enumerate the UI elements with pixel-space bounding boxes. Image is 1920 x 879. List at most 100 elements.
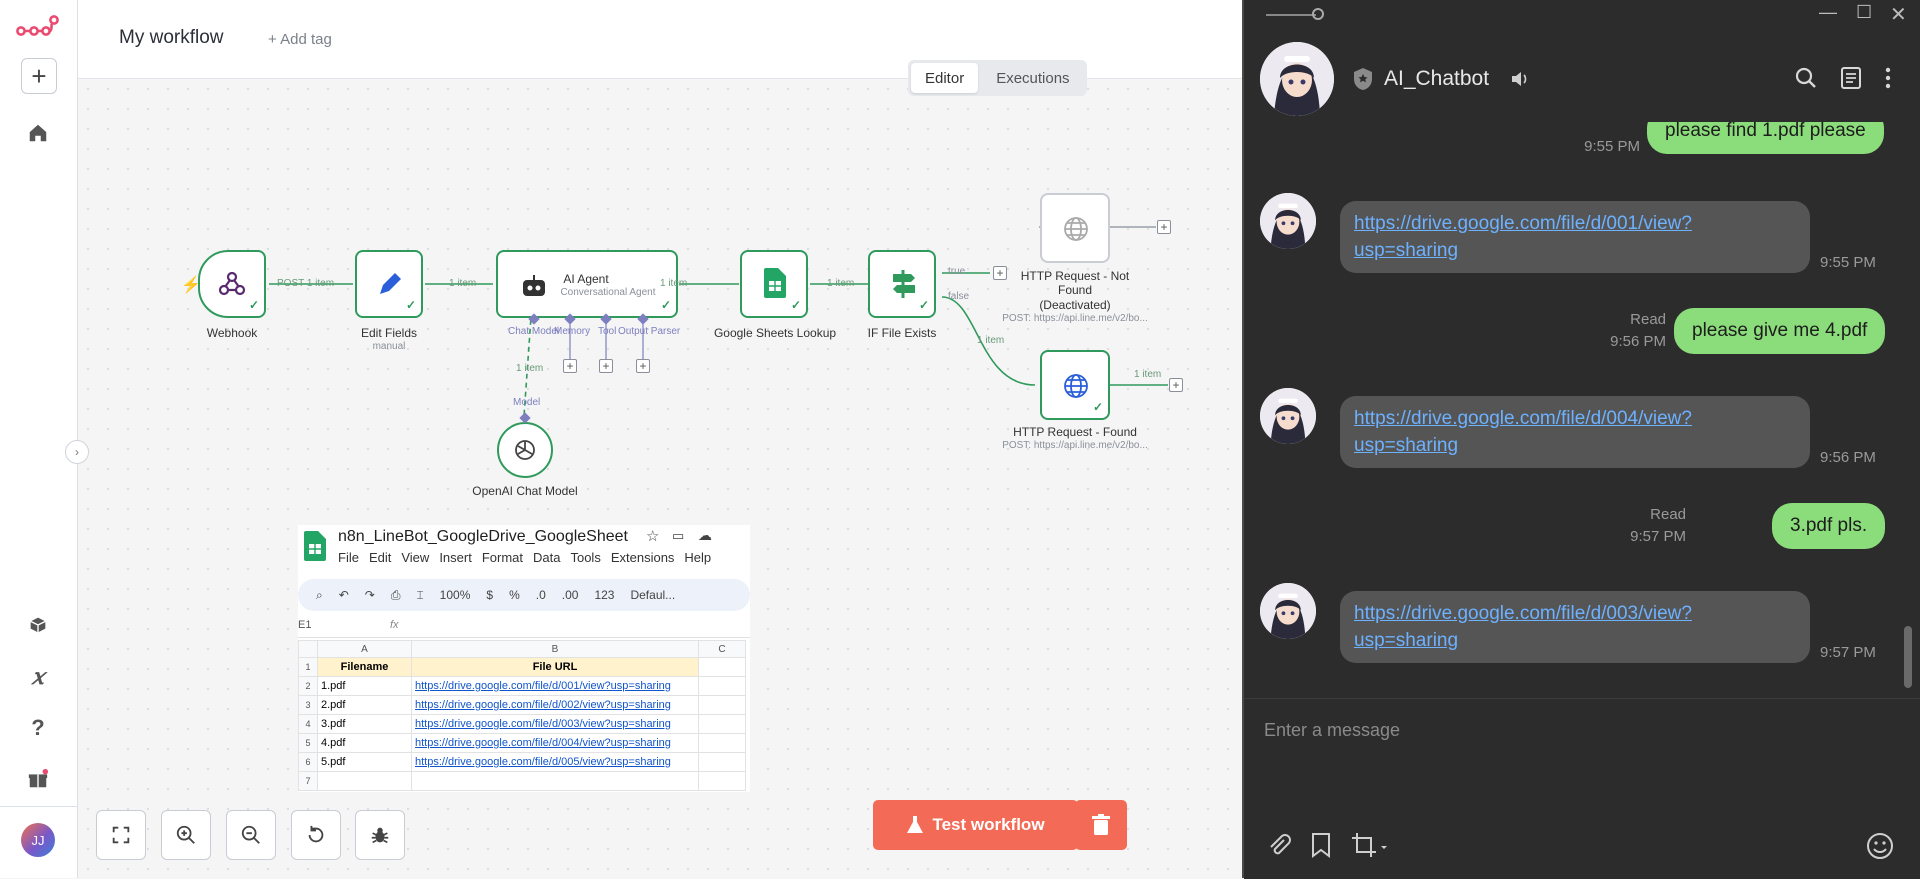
variables-icon[interactable]: 𝑥	[31, 664, 45, 690]
menu-extensions[interactable]: Extensions	[610, 550, 675, 565]
percent-button[interactable]: %	[509, 588, 520, 602]
opacity-slider-knob[interactable]	[1312, 8, 1324, 20]
url-cell[interactable]: https://drive.google.com/file/d/001/view…	[411, 676, 699, 696]
expand-sidebar-chevron-icon[interactable]: ›	[65, 440, 89, 464]
ai-agent-node[interactable]: ✓	[496, 250, 678, 318]
sheet-title[interactable]: n8n_LineBot_GoogleDrive_GoogleSheet	[338, 528, 628, 545]
menu-insert[interactable]: Insert	[439, 550, 472, 565]
workflow-canvas[interactable]: ⚡ ✓ Webhook POST 1 item ✓ Edit Fields ma…	[78, 79, 1242, 878]
bot-avatar-small[interactable]	[1260, 388, 1316, 444]
menu-data[interactable]: Data	[533, 550, 561, 565]
currency-button[interactable]: $	[486, 588, 494, 602]
add-tag-link[interactable]: + Add tag	[268, 31, 332, 48]
bot-avatar-small[interactable]	[1260, 193, 1316, 249]
menu-file[interactable]: File	[338, 550, 359, 565]
attach-icon[interactable]	[1266, 832, 1292, 863]
google-sheets-node[interactable]: ✓	[740, 250, 808, 318]
maximize-icon[interactable]: ☐	[1856, 2, 1873, 22]
outgoing-message-bubble[interactable]: please find 1.pdf please	[1647, 122, 1884, 154]
menu-tools[interactable]: Tools	[570, 550, 601, 565]
message-link-line2[interactable]: usp=sharing	[1354, 240, 1459, 261]
add-parser-button[interactable]: +	[636, 359, 650, 373]
undo-icon[interactable]: ↶	[338, 588, 349, 602]
zoom-in-button[interactable]	[161, 810, 211, 860]
menu-view[interactable]: View	[401, 550, 430, 565]
redo-icon[interactable]: ↷	[364, 588, 375, 602]
url-cell[interactable]: https://drive.google.com/file/d/004/view…	[411, 733, 699, 753]
zoom-select[interactable]: 100%	[439, 588, 471, 602]
edit-fields-node[interactable]: ✓	[355, 250, 423, 318]
filename-cell: 1.pdf	[317, 676, 412, 696]
emoji-icon[interactable]	[1866, 832, 1894, 865]
cloud-icon[interactable]: ☁	[698, 527, 712, 543]
opacity-slider-track[interactable]	[1266, 14, 1316, 16]
screenshot-crop-icon[interactable]	[1351, 832, 1389, 863]
incoming-message-bubble[interactable]: https://drive.google.com/file/d/003/view…	[1340, 591, 1810, 663]
fit-view-button[interactable]	[96, 810, 146, 860]
more-menu-icon[interactable]	[1884, 66, 1892, 95]
test-workflow-button[interactable]: Test workflow	[873, 800, 1078, 850]
decrease-decimal-button[interactable]: .0	[535, 588, 546, 602]
if-file-exists-node[interactable]: ✓	[868, 250, 936, 318]
zoom-out-button[interactable]	[226, 810, 276, 860]
minimize-icon[interactable]: —	[1819, 2, 1837, 22]
http-not-found-node[interactable]	[1040, 193, 1110, 263]
number-format-button[interactable]: 123	[594, 588, 615, 602]
message-link-line1[interactable]: https://drive.google.com/file/d/001/view…	[1354, 213, 1692, 234]
speaker-icon[interactable]	[1510, 69, 1530, 94]
user-avatar[interactable]: JJ	[21, 823, 55, 857]
templates-icon[interactable]	[19, 606, 57, 644]
menu-edit[interactable]: Edit	[368, 550, 392, 565]
add-found-next-button[interactable]: +	[1169, 378, 1183, 392]
incoming-message-bubble[interactable]: https://drive.google.com/file/d/001/view…	[1340, 201, 1810, 273]
reset-zoom-button[interactable]	[291, 810, 341, 860]
openai-node[interactable]	[497, 422, 553, 478]
url-cell[interactable]: https://drive.google.com/file/d/005/view…	[411, 752, 699, 772]
search-icon[interactable]: ⌕	[316, 587, 323, 602]
http-found-node[interactable]: ✓	[1040, 350, 1110, 420]
cell-reference[interactable]: E1	[298, 619, 312, 631]
increase-decimal-button[interactable]: .00	[561, 588, 579, 602]
message-link-line1[interactable]: https://drive.google.com/file/d/004/view…	[1354, 408, 1692, 429]
search-icon[interactable]	[1794, 66, 1818, 95]
url-cell[interactable]: https://drive.google.com/file/d/002/view…	[411, 695, 699, 715]
star-icon[interactable]: ☆	[646, 528, 660, 545]
add-not-found-next-button[interactable]: +	[1157, 220, 1171, 234]
message-list[interactable]: 9:55 PM please find 1.pdf please https:/…	[1244, 122, 1920, 698]
debug-button[interactable]	[355, 810, 405, 860]
bot-avatar-small[interactable]	[1260, 583, 1316, 639]
help-icon[interactable]: ?	[31, 715, 45, 740]
close-icon[interactable]: ✕	[1890, 4, 1907, 26]
n8n-logo-icon[interactable]	[16, 14, 60, 45]
home-icon[interactable]	[19, 114, 57, 152]
outgoing-message-bubble[interactable]: please give me 4.pdf	[1674, 308, 1886, 354]
sheet-grid[interactable]: A B C 1 Filename File URL 2 1.pdf https:…	[298, 640, 746, 791]
delete-button[interactable]	[1075, 800, 1127, 850]
chat-scrollbar[interactable]	[1904, 626, 1912, 688]
add-memory-button[interactable]: +	[563, 359, 577, 373]
notes-icon[interactable]	[1840, 66, 1862, 95]
webhook-node[interactable]: ✓	[198, 250, 266, 318]
add-tool-button[interactable]: +	[599, 359, 613, 373]
gift-icon[interactable]	[19, 760, 57, 798]
print-icon[interactable]: ⎙	[390, 587, 401, 602]
message-link-line1[interactable]: https://drive.google.com/file/d/003/view…	[1354, 603, 1692, 624]
folder-icon[interactable]: ▭	[672, 528, 685, 543]
workflow-title[interactable]: My workflow	[119, 27, 224, 48]
menu-help[interactable]: Help	[684, 550, 712, 565]
message-link-line2[interactable]: usp=sharing	[1354, 630, 1459, 651]
paint-format-icon[interactable]: ⌶	[416, 587, 424, 602]
tab-executions[interactable]: Executions	[996, 69, 1070, 87]
bookmark-icon[interactable]	[1310, 832, 1332, 863]
message-link-line2[interactable]: usp=sharing	[1354, 435, 1459, 456]
bot-avatar[interactable]	[1260, 42, 1334, 116]
add-new-button[interactable]: +	[21, 58, 57, 94]
add-true-branch-button[interactable]: +	[993, 266, 1007, 280]
incoming-message-bubble[interactable]: https://drive.google.com/file/d/004/view…	[1340, 396, 1810, 468]
tab-editor[interactable]: Editor	[911, 63, 979, 93]
message-input[interactable]	[1262, 715, 1886, 745]
outgoing-message-bubble[interactable]: 3.pdf pls.	[1772, 503, 1886, 549]
font-select[interactable]: Defaul...	[630, 588, 676, 602]
menu-format[interactable]: Format	[481, 550, 523, 565]
url-cell[interactable]: https://drive.google.com/file/d/003/view…	[411, 714, 699, 734]
